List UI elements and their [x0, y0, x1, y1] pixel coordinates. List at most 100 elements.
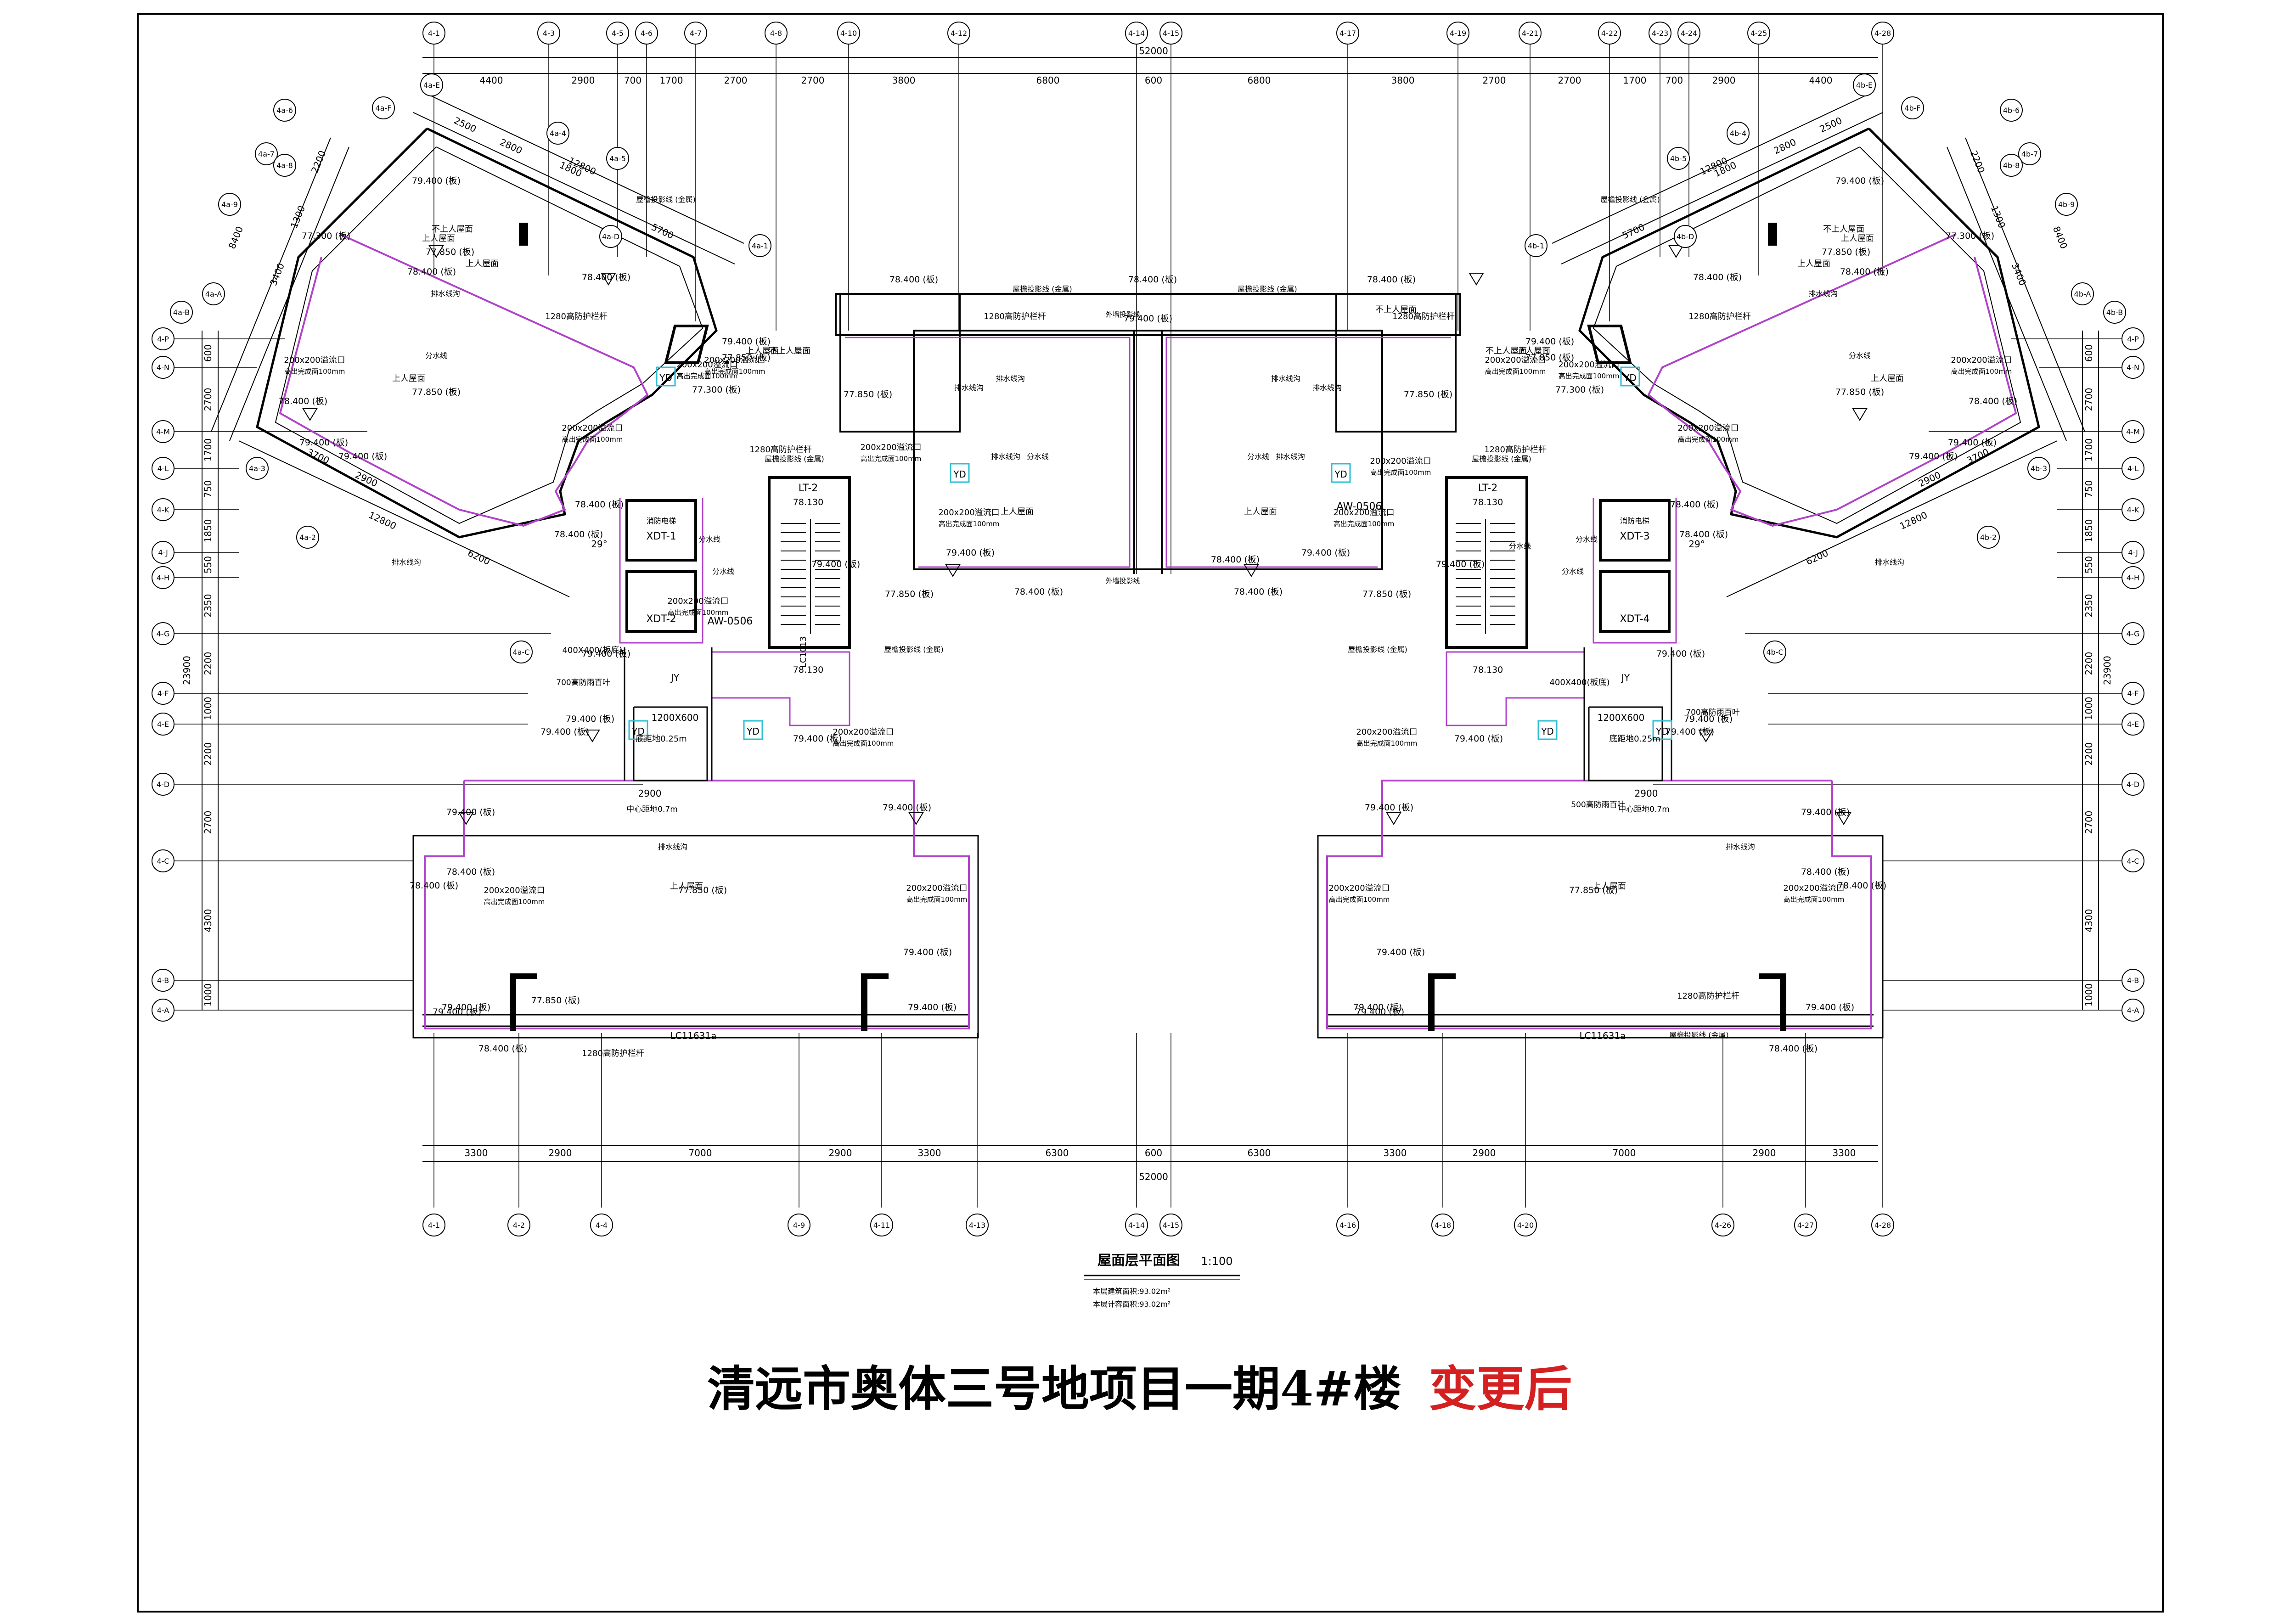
- axis-bubble-bottom-label: 4-15: [1163, 1221, 1179, 1230]
- axis-bubble-right-label: 4-L: [2127, 464, 2139, 473]
- dim-bottom: 7000: [1613, 1147, 1636, 1158]
- axis-bubble-top: [947, 22, 970, 45]
- axis-bubble-left-label: 4-A: [157, 1006, 169, 1015]
- connector-walls: [624, 647, 1672, 781]
- elevation-label-78400: 78.400 (板): [1367, 275, 1416, 285]
- drain-height-note: 高出完成面100mm: [1334, 520, 1395, 528]
- elevation-label-79400: 79.400 (板): [1365, 803, 1413, 813]
- jy-tag: JY: [1621, 672, 1630, 683]
- axis-bubble-top-label: 4-1: [428, 29, 440, 38]
- drain-note: 200x200溢流口: [1328, 883, 1390, 893]
- elevation-label-77850: 77.850 (板): [722, 353, 771, 363]
- axis-bubble-right: [2122, 327, 2144, 350]
- guard-rail-note: 1280高防护栏杆: [545, 312, 608, 321]
- center-top-block: [835, 293, 1461, 574]
- axis-bubble-wing-left: [218, 193, 241, 216]
- dim-left: 2700: [203, 388, 214, 411]
- axis-bubble-top: [1677, 22, 1700, 45]
- axis-bubble-wing-right: [1727, 122, 1750, 145]
- axis-bubble-bottom: [788, 1214, 810, 1236]
- axis-bubble-top: [606, 22, 629, 45]
- elevation-label-78400: 78.400 (板): [1211, 555, 1260, 565]
- dim-total-left: 23900: [181, 656, 192, 685]
- angle-label: 29°: [1688, 539, 1705, 550]
- eave-line-note: 屋檐投影线 (金属): [636, 195, 696, 204]
- elevation-label-79400: 79.400 (板): [446, 807, 495, 817]
- gutter-note: 排水线沟: [1808, 289, 1838, 298]
- axis-bubble-bottom: [507, 1214, 530, 1236]
- elevation-label-79400: 79.400 (板): [1376, 947, 1425, 957]
- right-wing-outline: [1578, 127, 2040, 539]
- dim-top: 600: [1145, 75, 1162, 86]
- left-wing-corner: [664, 325, 709, 364]
- lift-label: XDT-3: [1620, 531, 1649, 542]
- axis-bubble-wing-right-label: 4b-7: [2021, 150, 2038, 158]
- dim-small: 2900: [638, 788, 662, 799]
- axis-bubble-bottom-label: 4-13: [969, 1221, 985, 1230]
- lift-label: LT-2: [799, 483, 818, 494]
- elevation-label-78130: 78.130: [1473, 665, 1503, 675]
- right-stair: [1456, 519, 1515, 634]
- axis-bubble-wing-left: [546, 122, 569, 145]
- axis-bubble-wing-right: [2018, 142, 2041, 165]
- elevation-label-78400: 78.400 (板): [1670, 500, 1719, 510]
- dim-total-top: 52000: [1139, 45, 1168, 56]
- axis-bubble-top: [1125, 22, 1148, 45]
- guard-rail-note: 1280高防护栏杆: [582, 1049, 644, 1058]
- dim-right: 4300: [2083, 909, 2094, 933]
- dim-small: 2900: [1635, 788, 1658, 799]
- drawing-scale: 1:100: [1201, 1255, 1232, 1268]
- drain-height-note: 高出完成面100mm: [833, 739, 894, 747]
- water-line-note: 分水线: [1562, 567, 1584, 576]
- axis-bubble-wing-right-label: 4b-5: [1670, 154, 1687, 163]
- axis-bubble-left: [152, 457, 174, 480]
- dim-right: 1700: [2083, 438, 2094, 462]
- drain-note: 200x200溢流口: [938, 508, 999, 517]
- elevation-label-79400: 79.400 (板): [412, 176, 461, 186]
- axis-bubble-left-label: 4-G: [157, 629, 170, 638]
- axis-bubble-wing-left-label: 4a-9: [221, 200, 238, 209]
- window-label: LC11631a: [1580, 1030, 1626, 1041]
- drain-note: 200x200溢流口: [1677, 423, 1739, 433]
- dim-total-right: 23900: [2102, 656, 2113, 685]
- elevation-label-77850: 77.850 (板): [1835, 387, 1884, 397]
- axis-bubble-left-label: 4-L: [158, 464, 169, 473]
- dim-top: 2700: [1483, 75, 1506, 86]
- drain-height-note: 高出完成面100mm: [704, 367, 765, 376]
- axis-bubble-right-label: 4-D: [2127, 780, 2139, 789]
- dim-top: 4400: [480, 75, 503, 86]
- wing-dimension-lines: [211, 91, 2085, 597]
- lift-label: XDT-1: [646, 531, 676, 542]
- elevation-label-79400: 79.400 (板): [1454, 734, 1503, 744]
- axis-bubble-top: [684, 22, 707, 45]
- drain-height-note: 高出完成面100mm: [1951, 367, 2012, 376]
- drain-height-note: 高出完成面100mm: [1784, 895, 1845, 904]
- dim-wing-right: 12800: [1898, 509, 1929, 532]
- louver-note: 700高防雨百叶: [556, 678, 610, 687]
- water-line-note: 分水线: [712, 567, 734, 576]
- axis-bubble-top: [765, 22, 788, 45]
- dim-bottom: 6300: [1248, 1147, 1271, 1158]
- roof-noup-note: 不上人屋面: [1375, 305, 1417, 315]
- dim-bottom: 3300: [1384, 1147, 1407, 1158]
- left-wing-column: [519, 223, 528, 246]
- elevation-label-77850: 77.850 (板): [1569, 885, 1618, 895]
- dim-right: 1000: [2083, 983, 2094, 1007]
- eave-line-note: 屋檐投影线 (金属): [1013, 285, 1072, 293]
- axis-bubble-wing-left-label: 4a-6: [276, 106, 293, 115]
- axis-bubble-bottom-label: 4-11: [873, 1221, 890, 1230]
- axis-bubble-bottom-label: 4-26: [1715, 1221, 1731, 1230]
- elevation-label-79400: 79.400 (板): [1666, 727, 1714, 737]
- left-wing-parapet: [279, 233, 649, 527]
- drain-tag: YD: [1655, 726, 1669, 737]
- elevation-label-78400: 78.400 (板): [1128, 275, 1177, 285]
- water-line-note: 分水线: [1027, 452, 1049, 461]
- dim-right: 1000: [2083, 697, 2094, 720]
- axis-bubble-bottom: [966, 1214, 989, 1236]
- drain-note: 200x200溢流口: [833, 727, 894, 737]
- dim-right: 2200: [2083, 742, 2094, 766]
- left-lower-walls: [510, 973, 889, 1031]
- drain-note: 200x200溢流口: [1370, 456, 1431, 466]
- lift-note: 消防电梯: [647, 517, 676, 525]
- axis-bubble-top: [1519, 22, 1542, 45]
